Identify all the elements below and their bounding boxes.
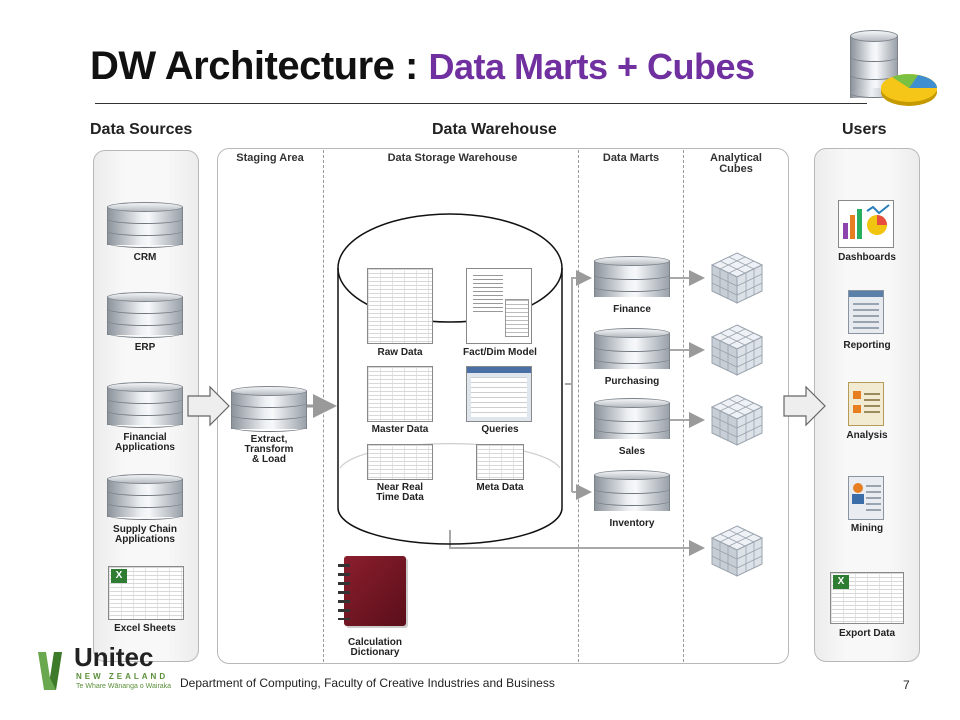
- cube-icon: [710, 252, 764, 304]
- user-dashboards-label: Dashboards: [838, 252, 896, 263]
- calculation-dictionary-line1: Calculation: [348, 637, 402, 648]
- source-supply-chain-database-icon: [107, 474, 183, 522]
- mart-sales-label: Sales: [618, 446, 646, 457]
- source-financial-label-line1: Financial: [123, 432, 167, 443]
- near-real-time-label-line2: Time Data: [376, 492, 424, 503]
- user-reporting-label: Reporting: [843, 340, 891, 351]
- unitec-logo-sub: NEW ZEALAND: [76, 672, 169, 681]
- notebook-icon: [334, 556, 414, 632]
- user-export-data-label: Export Data: [838, 628, 896, 639]
- master-data-document-icon: [367, 366, 433, 422]
- arrow-icon: [187, 385, 230, 427]
- unitec-logo-maori: Te Whare Wānanga o Wairaka: [76, 683, 172, 690]
- analytical-cubes-header-line2: Cubes: [719, 163, 753, 175]
- analytical-cubes-header: Analytical Cubes: [690, 153, 782, 175]
- pie-chart-icon: [881, 74, 937, 106]
- fact-dim-model-document-icon: [466, 268, 532, 344]
- raw-data-document-icon: [367, 268, 433, 344]
- unitec-logo-text: Unitec: [74, 642, 154, 672]
- source-excel-label: Excel Sheets: [114, 623, 176, 634]
- near-real-time-label: Near Real Time Data: [355, 483, 445, 503]
- fact-dim-model-label: Fact/Dim Model: [463, 347, 537, 358]
- data-warehouse-header: Data Warehouse: [432, 121, 557, 138]
- mart-finance-label: Finance: [613, 304, 651, 315]
- source-financial-label: Financial Applications: [100, 433, 190, 453]
- report-icon: [848, 290, 884, 334]
- source-financial-label-line2: Applications: [114, 442, 175, 453]
- title-accent-text: Data Marts + Cubes: [428, 46, 755, 87]
- unitec-logo: Unitec NEW ZEALAND Te Whare Wānanga o Wa…: [34, 642, 184, 704]
- users-header: Users: [842, 121, 887, 138]
- export-excel-icon: X: [830, 572, 904, 624]
- queries-window-icon: [466, 366, 532, 422]
- calculation-dictionary-label: Calculation Dictionary: [330, 638, 420, 658]
- cube-icon: [710, 324, 764, 376]
- unitec-leaf-icon: [38, 652, 62, 690]
- column-divider: [578, 150, 579, 662]
- user-analysis-label: Analysis: [846, 430, 888, 441]
- meta-data-label: Meta Data: [476, 482, 524, 493]
- storage-warehouse-header: Data Storage Warehouse: [387, 152, 518, 164]
- analysis-icon: [848, 382, 884, 426]
- mart-sales-database-icon: [594, 398, 670, 444]
- source-supply-chain-label: Supply Chain Applications: [100, 525, 190, 545]
- near-real-time-document-icon: [367, 444, 433, 480]
- raw-data-label: Raw Data: [377, 347, 423, 358]
- mart-inventory-database-icon: [594, 470, 670, 516]
- calculation-dictionary-line2: Dictionary: [350, 647, 400, 658]
- database-pie-logo-icon: [850, 30, 940, 110]
- source-crm-database-icon: [107, 202, 183, 250]
- source-crm-label: CRM: [133, 252, 157, 263]
- staging-etl-label-line2: Transform: [244, 444, 294, 455]
- page-number: 7: [903, 678, 910, 692]
- dashboard-icon: [838, 200, 894, 248]
- analytical-cubes-header-line1: Analytical: [710, 152, 762, 164]
- staging-etl-database-icon: [231, 386, 307, 434]
- staging-area-header: Staging Area: [236, 152, 304, 164]
- data-sources-header: Data Sources: [90, 121, 193, 138]
- data-marts-header: Data Marts: [602, 152, 660, 164]
- source-supply-chain-label-line1: Supply Chain: [113, 524, 177, 535]
- master-data-label: Master Data: [371, 424, 429, 435]
- arrow-icon: [783, 385, 826, 427]
- mart-finance-database-icon: [594, 256, 670, 302]
- source-erp-database-icon: [107, 292, 183, 340]
- mining-icon: [848, 476, 884, 520]
- storage-cylinder-body: [337, 268, 563, 545]
- excel-icon: X: [108, 566, 184, 620]
- staging-etl-label-line3: & Load: [252, 454, 286, 465]
- title-main-text: DW Architecture :: [90, 44, 429, 88]
- meta-data-document-icon: [476, 444, 524, 480]
- cube-icon: [710, 525, 764, 577]
- title-underline: [95, 103, 867, 104]
- footer-department: Department of Computing, Faculty of Crea…: [180, 676, 555, 690]
- mart-purchasing-label: Purchasing: [604, 376, 660, 387]
- mart-purchasing-database-icon: [594, 328, 670, 374]
- user-mining-label: Mining: [850, 523, 884, 534]
- staging-etl-label-line1: Extract,: [250, 434, 288, 445]
- staging-etl-label: Extract, Transform & Load: [226, 435, 312, 465]
- source-erp-label: ERP: [134, 342, 156, 353]
- page-title: DW Architecture : Data Marts + Cubes: [90, 44, 755, 89]
- cube-icon: [710, 394, 764, 446]
- source-supply-chain-label-line2: Applications: [114, 534, 175, 545]
- mart-inventory-label: Inventory: [609, 518, 655, 529]
- queries-label: Queries: [481, 424, 519, 435]
- column-divider: [683, 150, 684, 662]
- source-financial-database-icon: [107, 382, 183, 430]
- near-real-time-label-line1: Near Real: [376, 482, 424, 493]
- storage-cylinder-top: [337, 213, 563, 323]
